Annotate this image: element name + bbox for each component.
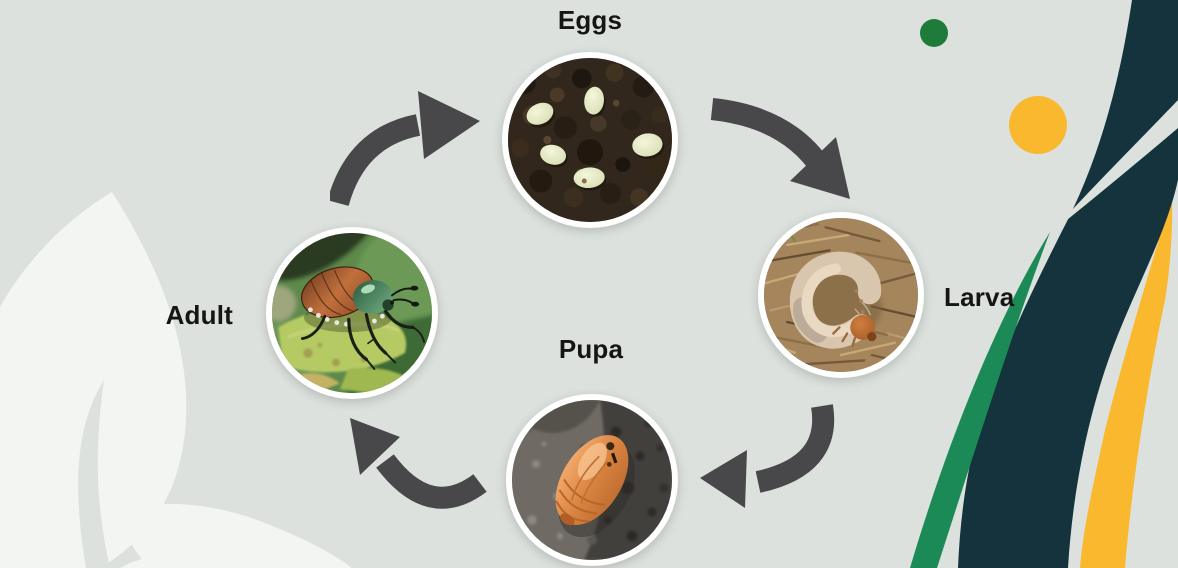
arrow-adult-to-eggs-icon — [330, 91, 480, 207]
green-dot — [920, 19, 948, 47]
leaf-decoration — [0, 192, 352, 568]
larva-photo — [758, 212, 924, 378]
stage-label-eggs: Eggs — [557, 5, 623, 35]
beetle — [301, 266, 425, 370]
stage-label-pupa: Pupa — [558, 334, 624, 364]
eggs — [526, 86, 665, 191]
adult-photo — [266, 227, 438, 399]
legs — [301, 309, 425, 370]
stage-label-larva: Larva — [944, 282, 1015, 312]
arrow-pupa-to-adult-icon — [350, 418, 487, 509]
pupa-photo — [506, 394, 678, 566]
stage-label-adult: Adult — [165, 300, 233, 330]
arrow-larva-to-pupa-icon — [700, 404, 835, 508]
pupa-body — [555, 435, 636, 538]
right-swoosh-decoration — [910, 0, 1178, 568]
arrow-eggs-to-larva-icon — [710, 98, 850, 199]
grub-body — [789, 251, 882, 349]
eggs-photo — [502, 52, 678, 228]
yellow-dot — [1009, 96, 1067, 154]
